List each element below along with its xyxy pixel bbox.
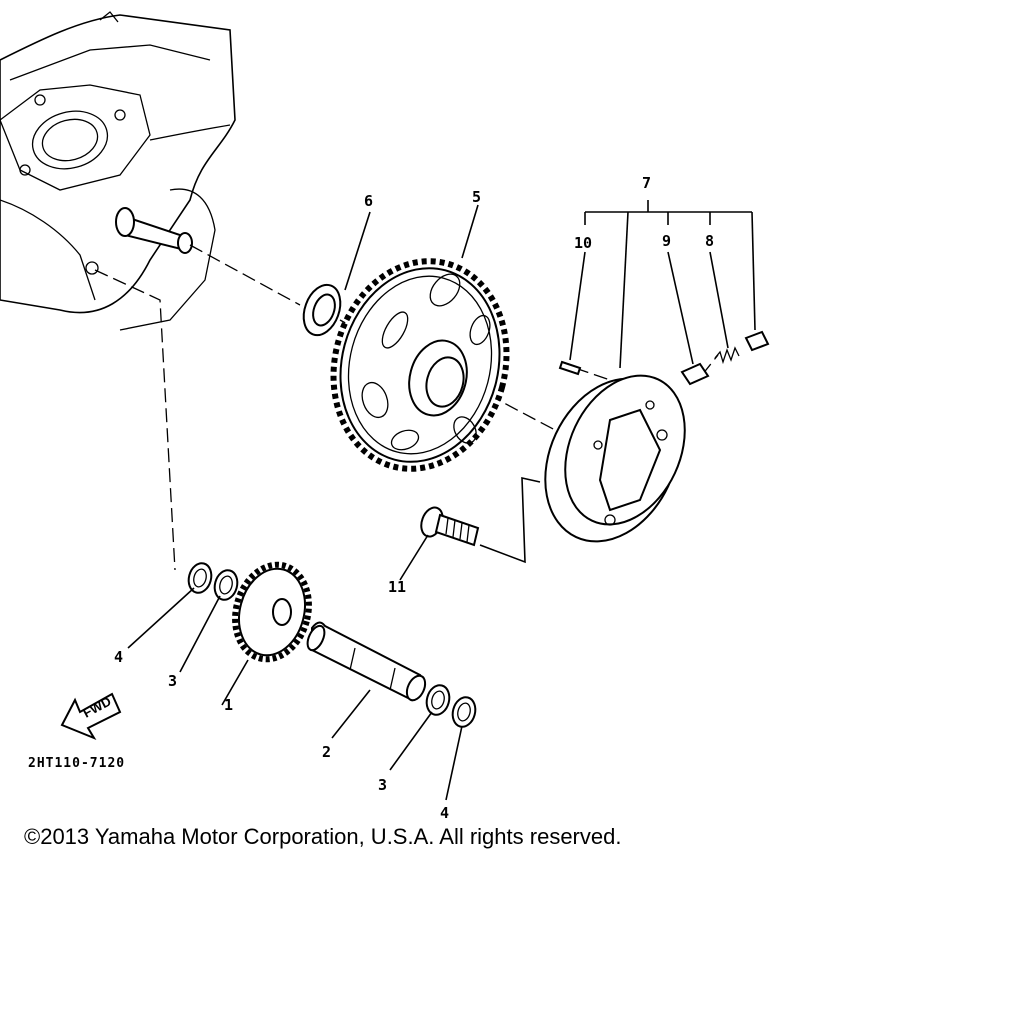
callout-5: 5 [472, 188, 481, 206]
callout-10: 10 [574, 234, 592, 252]
shaft-2 [306, 621, 427, 739]
copyright-notice: ©2013 Yamaha Motor Corporation, U.S.A. A… [24, 824, 622, 849]
clutch-assembly-7 [544, 200, 770, 543]
callout-4-left: 4 [114, 648, 123, 666]
washer-4-right [445, 696, 477, 801]
washer-3-right [389, 684, 451, 771]
bolt-11 [399, 506, 480, 581]
callout-numbers: 1 2 3 3 4 4 5 6 7 8 9 10 11 [114, 174, 714, 822]
washer-3-left [179, 569, 239, 673]
callout-2: 2 [322, 743, 331, 761]
fwd-arrow-icon: FWD [60, 692, 122, 741]
callout-8: 8 [705, 232, 714, 250]
callout-3-left: 3 [168, 672, 177, 690]
callout-1: 1 [224, 696, 233, 714]
callout-11: 11 [388, 578, 406, 596]
washer-4-left [127, 562, 213, 649]
large-gear-5 [330, 204, 510, 472]
callout-4-right: 4 [440, 804, 449, 822]
callout-9: 9 [662, 232, 671, 250]
washer-6 [302, 211, 371, 337]
callout-6: 6 [364, 192, 373, 210]
callout-3-right: 3 [378, 776, 387, 794]
callout-7: 7 [642, 174, 651, 192]
diagram-code: 2HT110-7120 [28, 756, 125, 771]
small-gear-1 [221, 561, 312, 706]
engine-crankcase [0, 11, 236, 331]
